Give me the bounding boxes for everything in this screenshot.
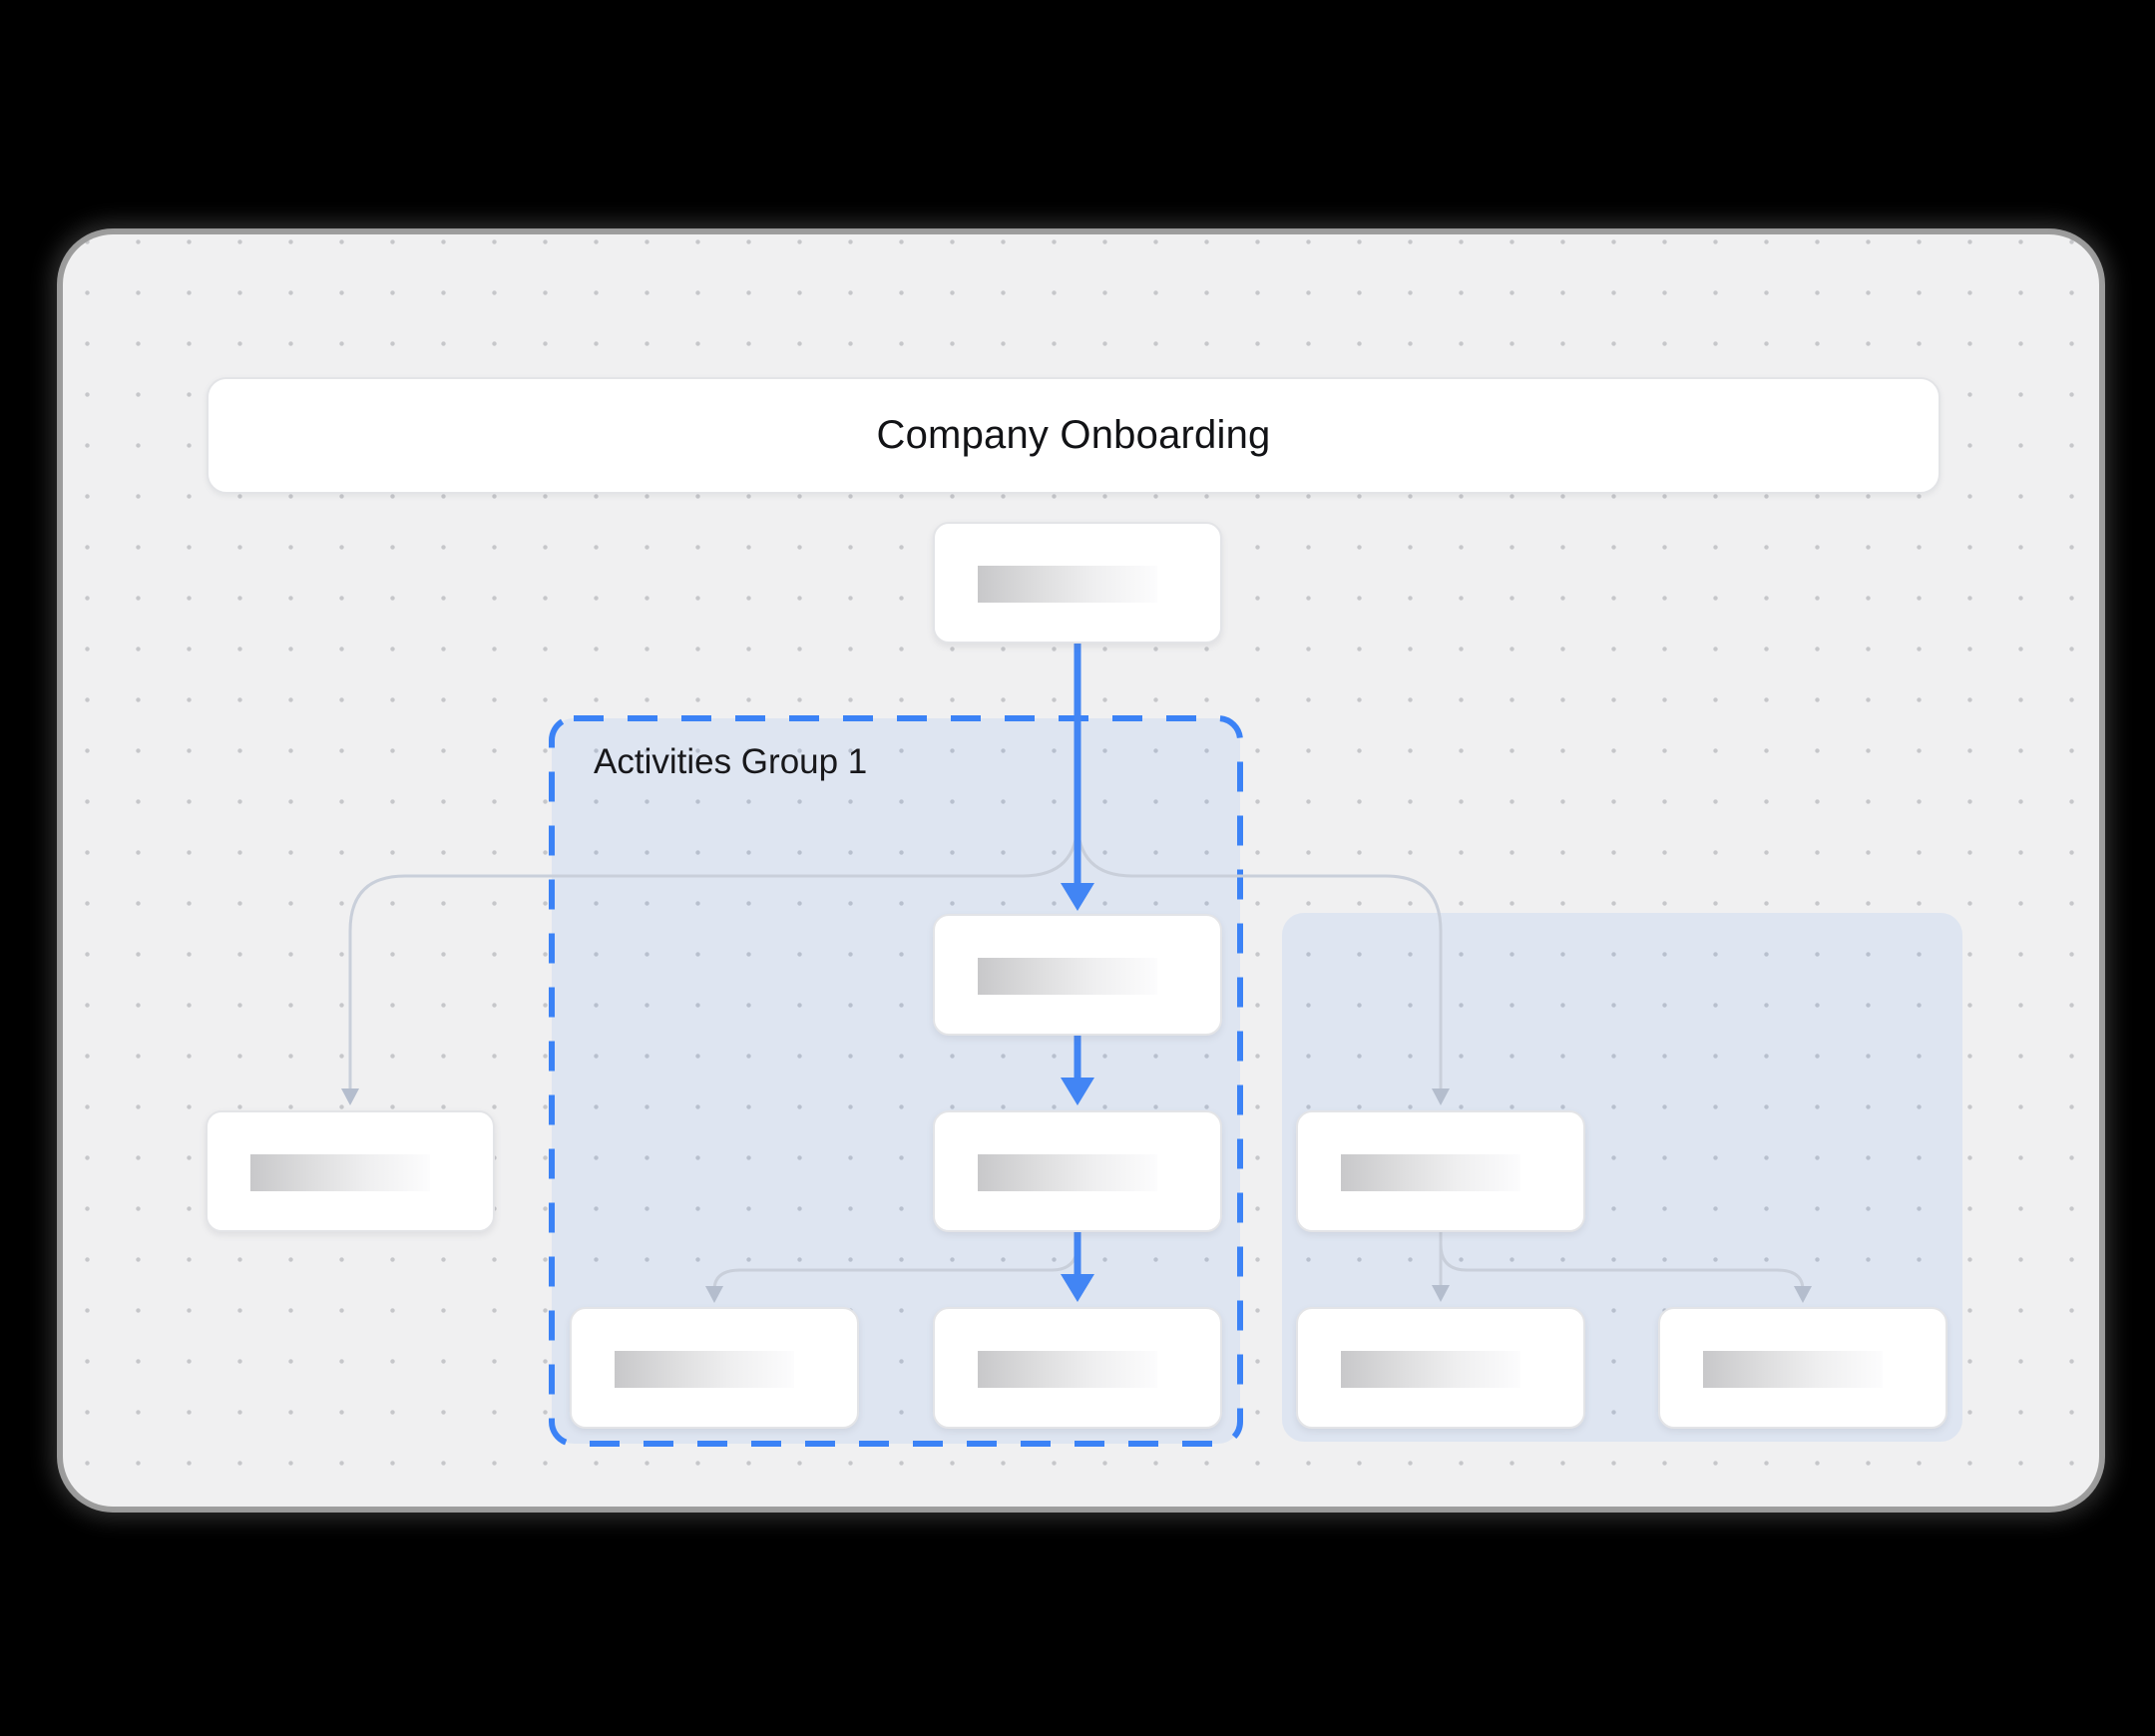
- edge-right-1-right-3[interactable]: [1439, 1232, 1805, 1291]
- edge-right-1-right-3-arrowhead: [1794, 1286, 1812, 1303]
- node-right-2-placeholder-bar: [1341, 1351, 1520, 1388]
- edge-start-right-1[interactable]: [1076, 644, 1443, 1090]
- edge-activity-1-activity-2-arrowhead: [1061, 1078, 1094, 1105]
- node-activity-2-placeholder-bar: [978, 1154, 1157, 1191]
- node-activity-4-placeholder-bar: [978, 1351, 1157, 1388]
- node-activity-1-placeholder-bar: [978, 958, 1157, 995]
- edge-activity-2-activity-4-arrowhead: [1061, 1274, 1094, 1302]
- node-activity-4[interactable]: [933, 1307, 1222, 1429]
- node-right-1-placeholder-bar: [1341, 1154, 1520, 1191]
- edges-layer: [341, 644, 1812, 1447]
- edge-right-1-right-2-arrowhead: [1432, 1285, 1450, 1302]
- group-activities-1-label: Activities Group 1: [594, 742, 868, 781]
- node-start-placeholder-bar: [978, 566, 1157, 603]
- diagram-canvas[interactable]: Activities Group 1: [63, 234, 2099, 1507]
- edge-start-side-left-arrowhead: [341, 1088, 359, 1105]
- node-start[interactable]: [933, 522, 1222, 644]
- node-right-1[interactable]: [1296, 1110, 1585, 1232]
- diagram-header[interactable]: Company Onboarding: [207, 377, 1940, 494]
- node-side-left[interactable]: [206, 1110, 495, 1232]
- node-activity-2[interactable]: [933, 1110, 1222, 1232]
- node-right-3-placeholder-bar: [1703, 1351, 1883, 1388]
- edge-start-activity-1-arrowhead: [1061, 883, 1094, 911]
- node-right-3[interactable]: [1658, 1307, 1947, 1429]
- edge-activity-2-activity-3-arrowhead: [705, 1286, 723, 1303]
- edge-start-side-left[interactable]: [348, 644, 1079, 1090]
- node-right-2[interactable]: [1296, 1307, 1585, 1429]
- node-side-left-placeholder-bar: [250, 1154, 430, 1191]
- node-activity-3[interactable]: [570, 1307, 859, 1429]
- edge-activity-2-activity-3[interactable]: [712, 1232, 1079, 1291]
- edge-start-right-1-arrowhead: [1432, 1088, 1450, 1105]
- diagram-title: Company Onboarding: [876, 413, 1271, 457]
- node-activity-3-placeholder-bar: [615, 1351, 794, 1388]
- node-activity-1[interactable]: [933, 914, 1222, 1036]
